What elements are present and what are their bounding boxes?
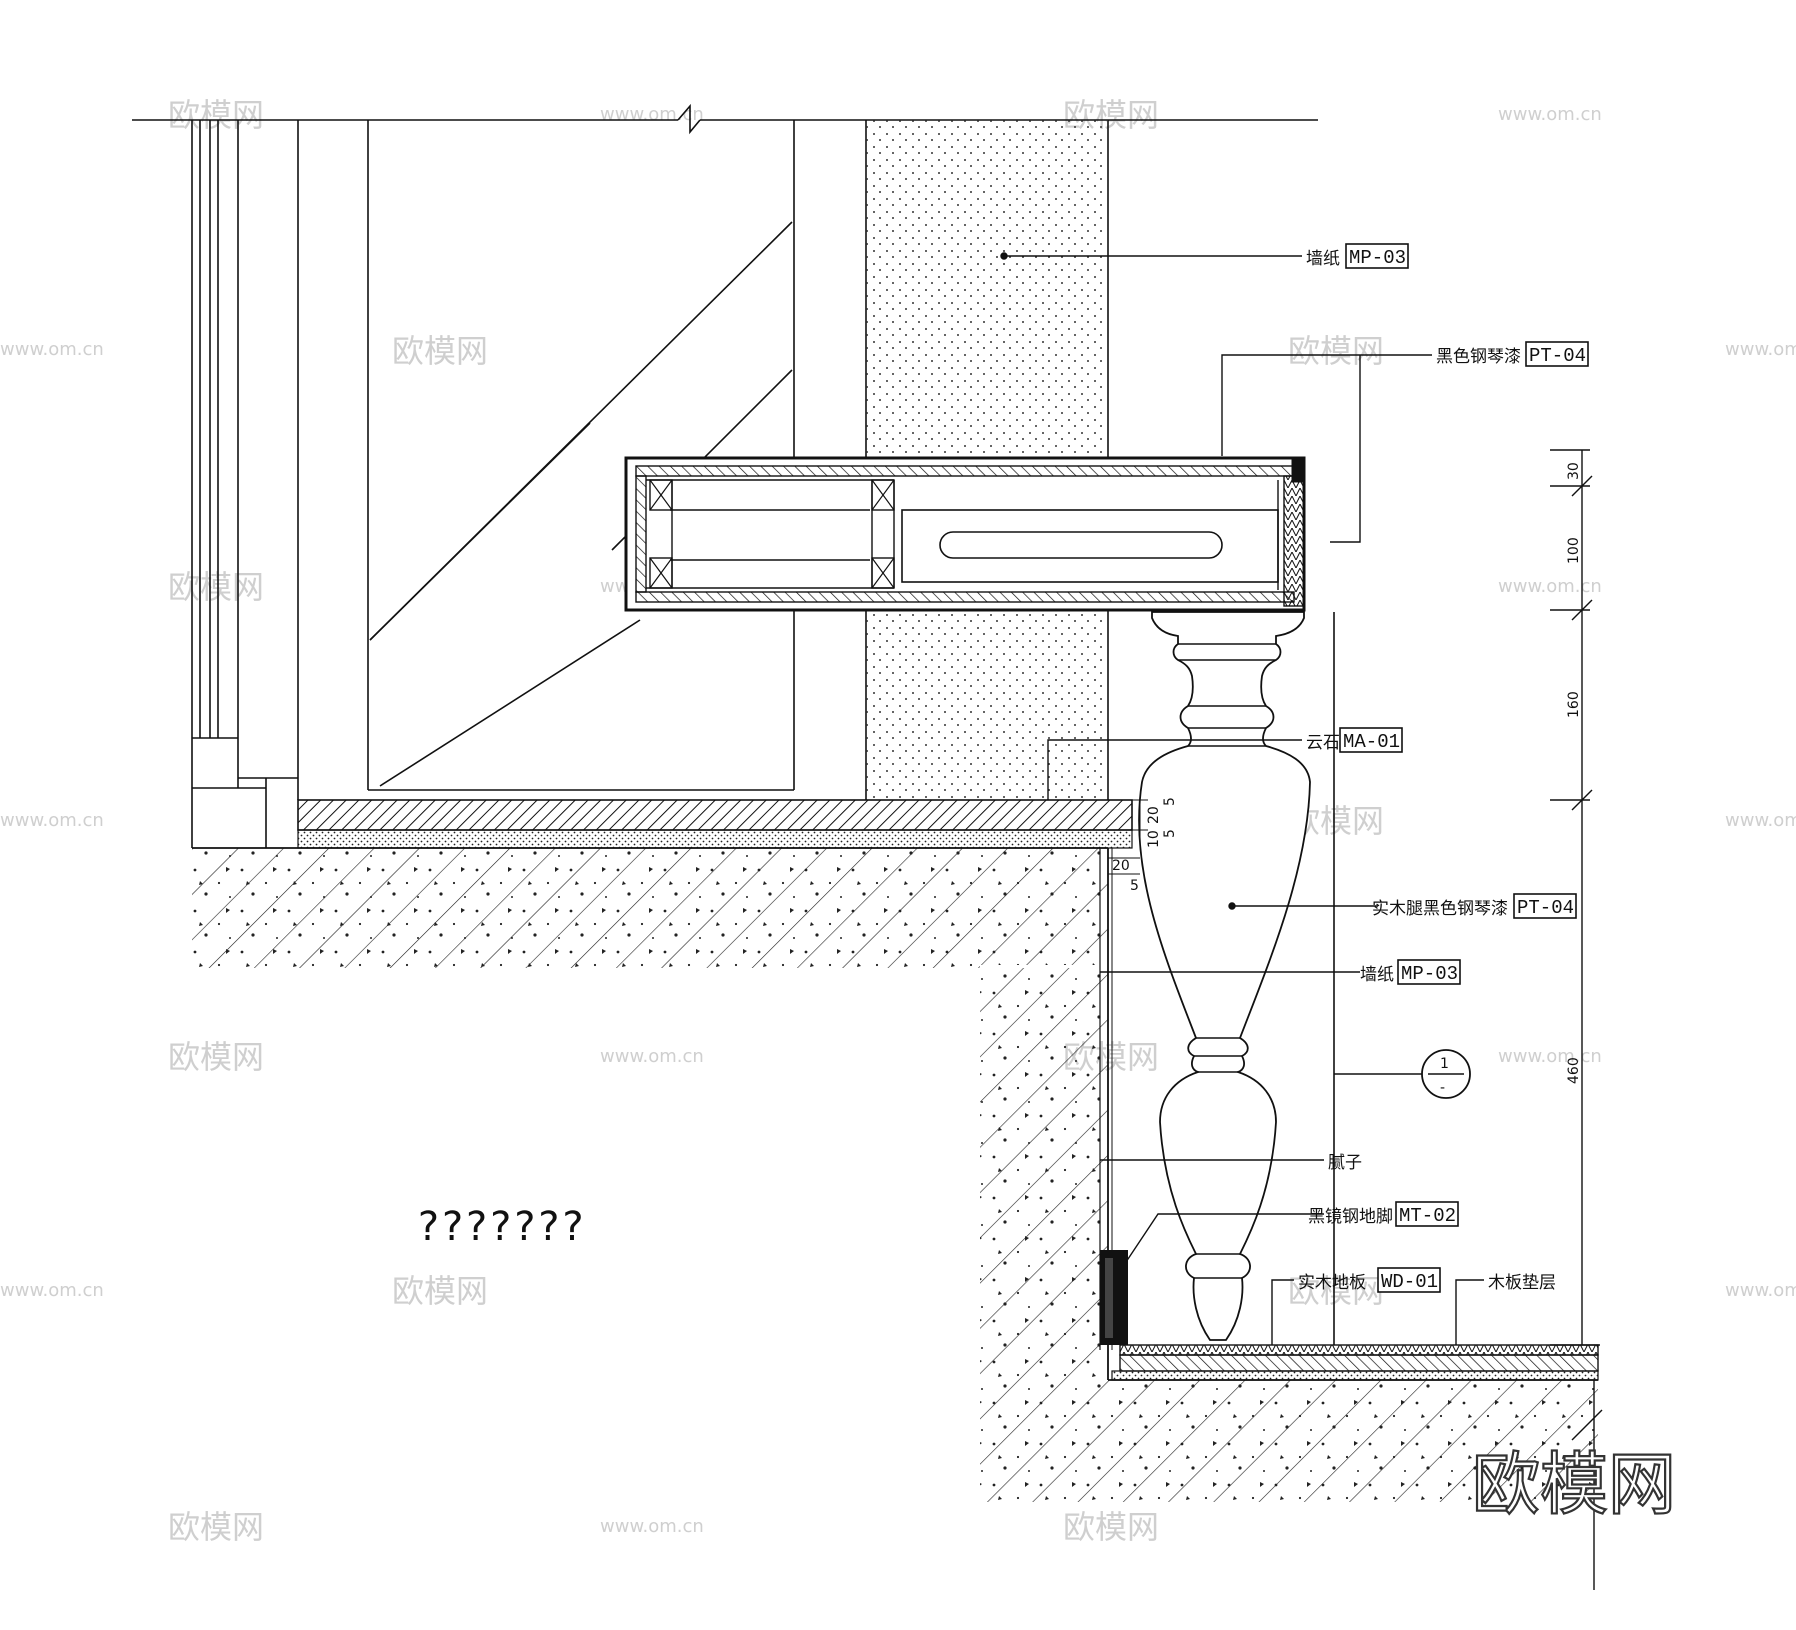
callout-wallpaper-top-text: 墙纸: [1306, 249, 1340, 269]
callout-wood-floor: 实木地板 WD-01: [1298, 1267, 1441, 1293]
callout-putty-text: 腻子: [1328, 1153, 1362, 1173]
callout-leg-paint: 实木腿黑色钢琴漆 PT-04: [1372, 893, 1577, 919]
wm-25: www.om.cn: [600, 1516, 704, 1537]
detail-dim-20b: 20: [1112, 858, 1130, 874]
callout-wood-floor-text: 实木地板: [1298, 1273, 1366, 1293]
wm-21: 欧模网: [392, 1272, 488, 1310]
wm-6: 欧模网: [392, 332, 488, 370]
callout-leg-paint-text: 实木腿黑色钢琴漆: [1372, 899, 1508, 919]
counter-top: [624, 456, 1306, 612]
wm-12: www.om.cn: [1498, 576, 1602, 597]
wm-26: 欧模网: [1063, 1508, 1159, 1546]
callout-leg-paint-code: PT-04: [1517, 897, 1574, 919]
callout-wallpaper-mid: 墙纸 MP-03: [1360, 959, 1461, 985]
callout-piano-paint-top: 黑色钢琴漆 PT-04: [1436, 341, 1589, 367]
wm-1: 欧模网: [168, 96, 264, 134]
wm-13: www.om.cn: [0, 810, 104, 831]
dimension-chain: [1550, 449, 1603, 1590]
callout-board-layer: 木板垫层: [1488, 1273, 1556, 1293]
callout-putty: 腻子: [1328, 1153, 1362, 1173]
section-mark: 1 -: [1421, 1049, 1471, 1099]
dim-460: 460: [1566, 1057, 1582, 1084]
callout-wallpaper-mid-text: 墙纸: [1360, 965, 1394, 985]
callout-wood-floor-code: WD-01: [1381, 1271, 1438, 1293]
leader-lines: [1000, 252, 1484, 1345]
callout-marble-text: 云石: [1306, 733, 1340, 753]
wm-22: 欧模网: [1288, 1272, 1384, 1310]
wood-floor-buildup: [1108, 1344, 1599, 1381]
wm-4: www.om.cn: [1498, 104, 1602, 125]
wm-19: www.om.cn: [1498, 1046, 1602, 1067]
callout-wallpaper-top: 墙纸 MP-03: [1306, 243, 1409, 269]
callout-wallpaper-top-code: MP-03: [1349, 247, 1406, 269]
marble-floor-band: [297, 799, 1133, 849]
wm-7: 欧模网: [1288, 332, 1384, 370]
callout-board-layer-text: 木板垫层: [1488, 1273, 1556, 1293]
wm-16: 欧模网: [168, 1038, 264, 1076]
glass-reflection-lines: [369, 221, 793, 787]
callout-steel-foot-code: MT-02: [1399, 1205, 1456, 1227]
callout-marble: 云石 MA-01: [1306, 727, 1403, 753]
drawing-title: ???????: [416, 1204, 585, 1250]
callout-piano-paint-top-text: 黑色钢琴漆: [1436, 347, 1521, 367]
detail-dim-5a: 5: [1162, 797, 1178, 806]
brand-watermark: 欧模网: [1472, 1446, 1676, 1525]
wm-9: 欧模网: [168, 568, 264, 606]
section-mark-sheet: -: [1440, 1080, 1445, 1096]
detail-dim-10: 10: [1146, 830, 1162, 848]
callout-steel-foot-text: 黑镜钢地脚: [1308, 1207, 1393, 1227]
baluster-leg: [1138, 611, 1311, 1341]
wm-15: www.om.cn: [1725, 810, 1796, 831]
wm-17: www.om.cn: [600, 1046, 704, 1067]
callout-steel-foot: 黑镜钢地脚 MT-02: [1308, 1201, 1459, 1227]
baluster-rings: [1178, 643, 1276, 1279]
dim-30: 30: [1566, 462, 1582, 480]
steel-skirting: [1100, 1250, 1128, 1345]
detail-dim-5b: 5: [1162, 829, 1178, 838]
dim-100: 100: [1566, 537, 1582, 564]
wm-24: 欧模网: [168, 1508, 264, 1546]
detail-dim-5c: 5: [1130, 878, 1139, 894]
callout-wallpaper-mid-code: MP-03: [1401, 963, 1458, 985]
callout-piano-paint-top-code: PT-04: [1529, 345, 1586, 367]
wm-5: www.om.cn: [0, 339, 104, 360]
wm-20: www.om.cn: [0, 1280, 104, 1301]
wm-8: www.om.cn: [1725, 339, 1796, 360]
callout-marble-code: MA-01: [1343, 731, 1400, 753]
detail-dim-20a: 20: [1146, 806, 1162, 824]
wm-23: www.om.cn: [1725, 1280, 1796, 1301]
detail-dimensions: [1108, 799, 1148, 875]
section-mark-number: 1: [1440, 1056, 1449, 1072]
dim-160: 160: [1566, 691, 1582, 718]
